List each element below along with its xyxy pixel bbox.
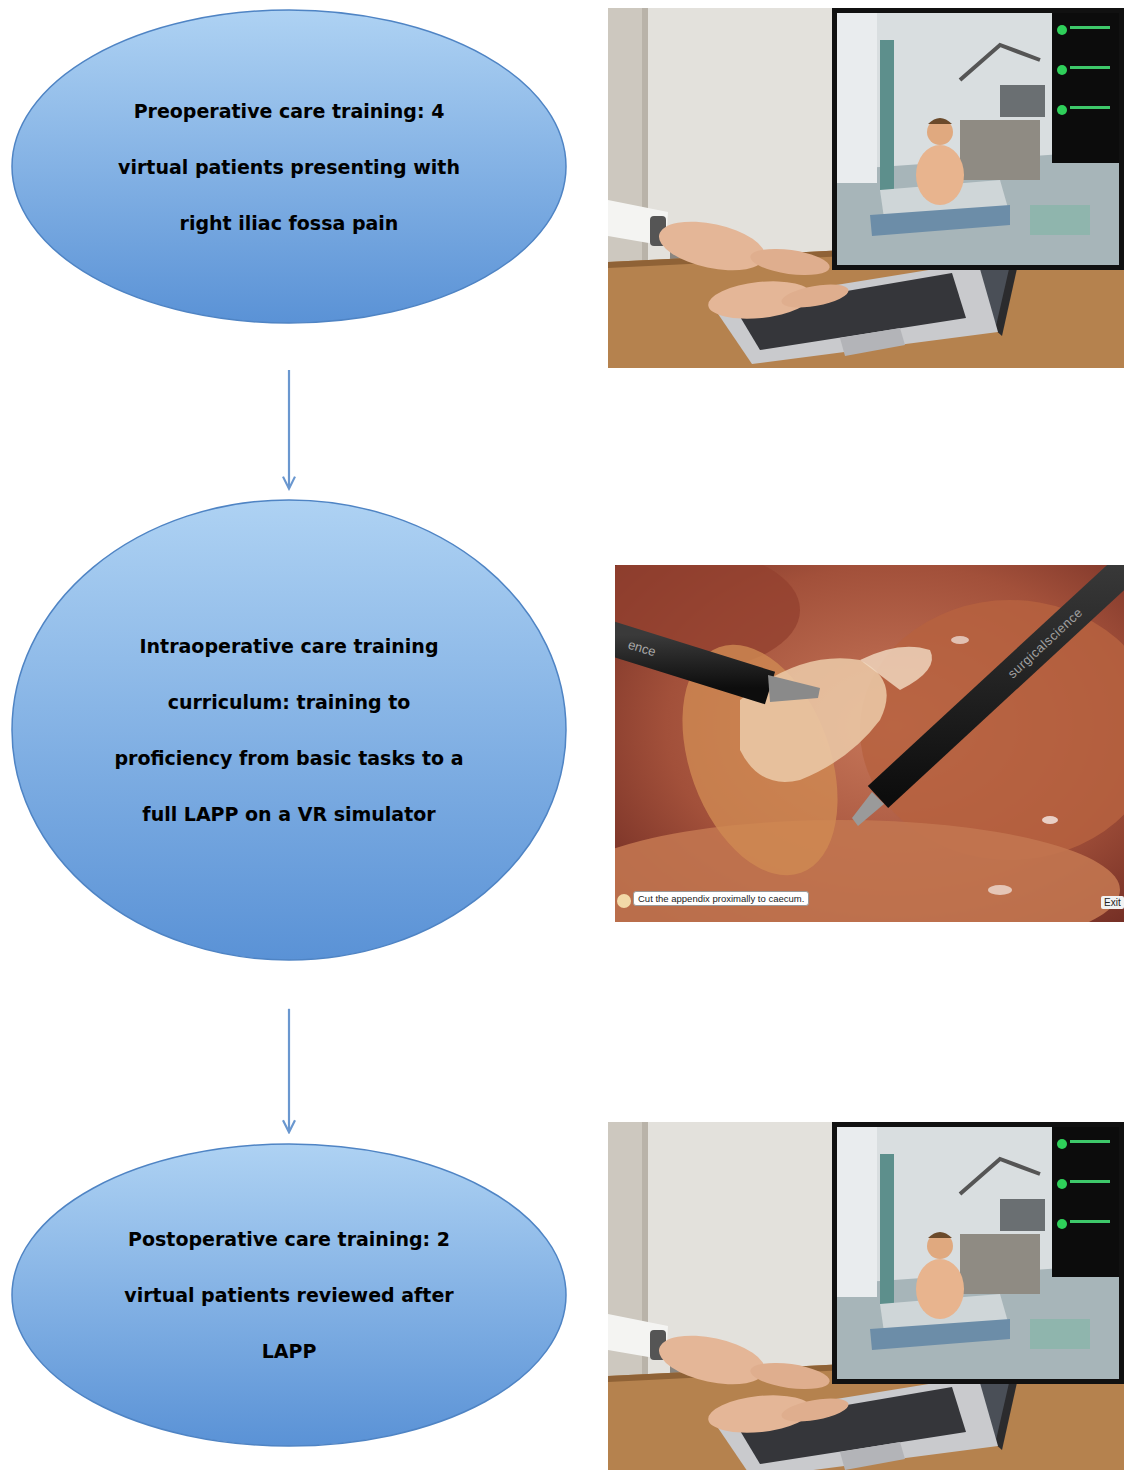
ellipse-node: Intraoperative care training curriculum:… [10, 498, 568, 962]
highlight [951, 636, 969, 644]
ellipse-node: Postoperative care training: 2 virtual p… [10, 1142, 568, 1448]
bowel-loop [860, 600, 1124, 860]
instrument-brand: ence [626, 637, 657, 660]
ellipse-shape [12, 500, 566, 960]
flow-arrow [288, 370, 290, 488]
highlight [1042, 816, 1058, 824]
scissors-shaft [878, 565, 1124, 797]
highlight [988, 885, 1012, 895]
flow-arrow [288, 1009, 290, 1131]
node-text-block: Intraoperative care training curriculum:… [108, 618, 470, 842]
scissors-tip [852, 792, 884, 826]
node-text-block: Postoperative care training: 2 virtual p… [108, 1211, 470, 1379]
ellipse-shape [12, 10, 566, 323]
node-label: Preoperative care training: 4 virtual pa… [114, 83, 464, 251]
node-label: Postoperative care training: 2 virtual p… [108, 1211, 470, 1379]
laparoscopic-view [615, 565, 1124, 922]
grasper-jaw [768, 675, 820, 702]
ellipse-node: Preoperative care training: 4 virtual pa… [10, 8, 568, 325]
screen-caption: Cut the appendix proximally to caecum. [633, 891, 809, 906]
instrument-brand: surgicalscience [1005, 605, 1086, 681]
grasper-shaft [615, 635, 770, 688]
tutor-icon [617, 894, 631, 908]
node-label: Intraoperative care training curriculum:… [108, 618, 470, 842]
ellipse-shape [12, 1144, 566, 1446]
screen-caption: Exit [1101, 896, 1124, 909]
ellipse-outline [10, 498, 568, 962]
preoperative-photo [608, 8, 1124, 368]
postoperative-photo [608, 1122, 1124, 1470]
caecum [615, 820, 1120, 922]
node-text-block: Preoperative care training: 4 virtual pa… [114, 83, 464, 251]
appendix-tip [860, 647, 932, 690]
